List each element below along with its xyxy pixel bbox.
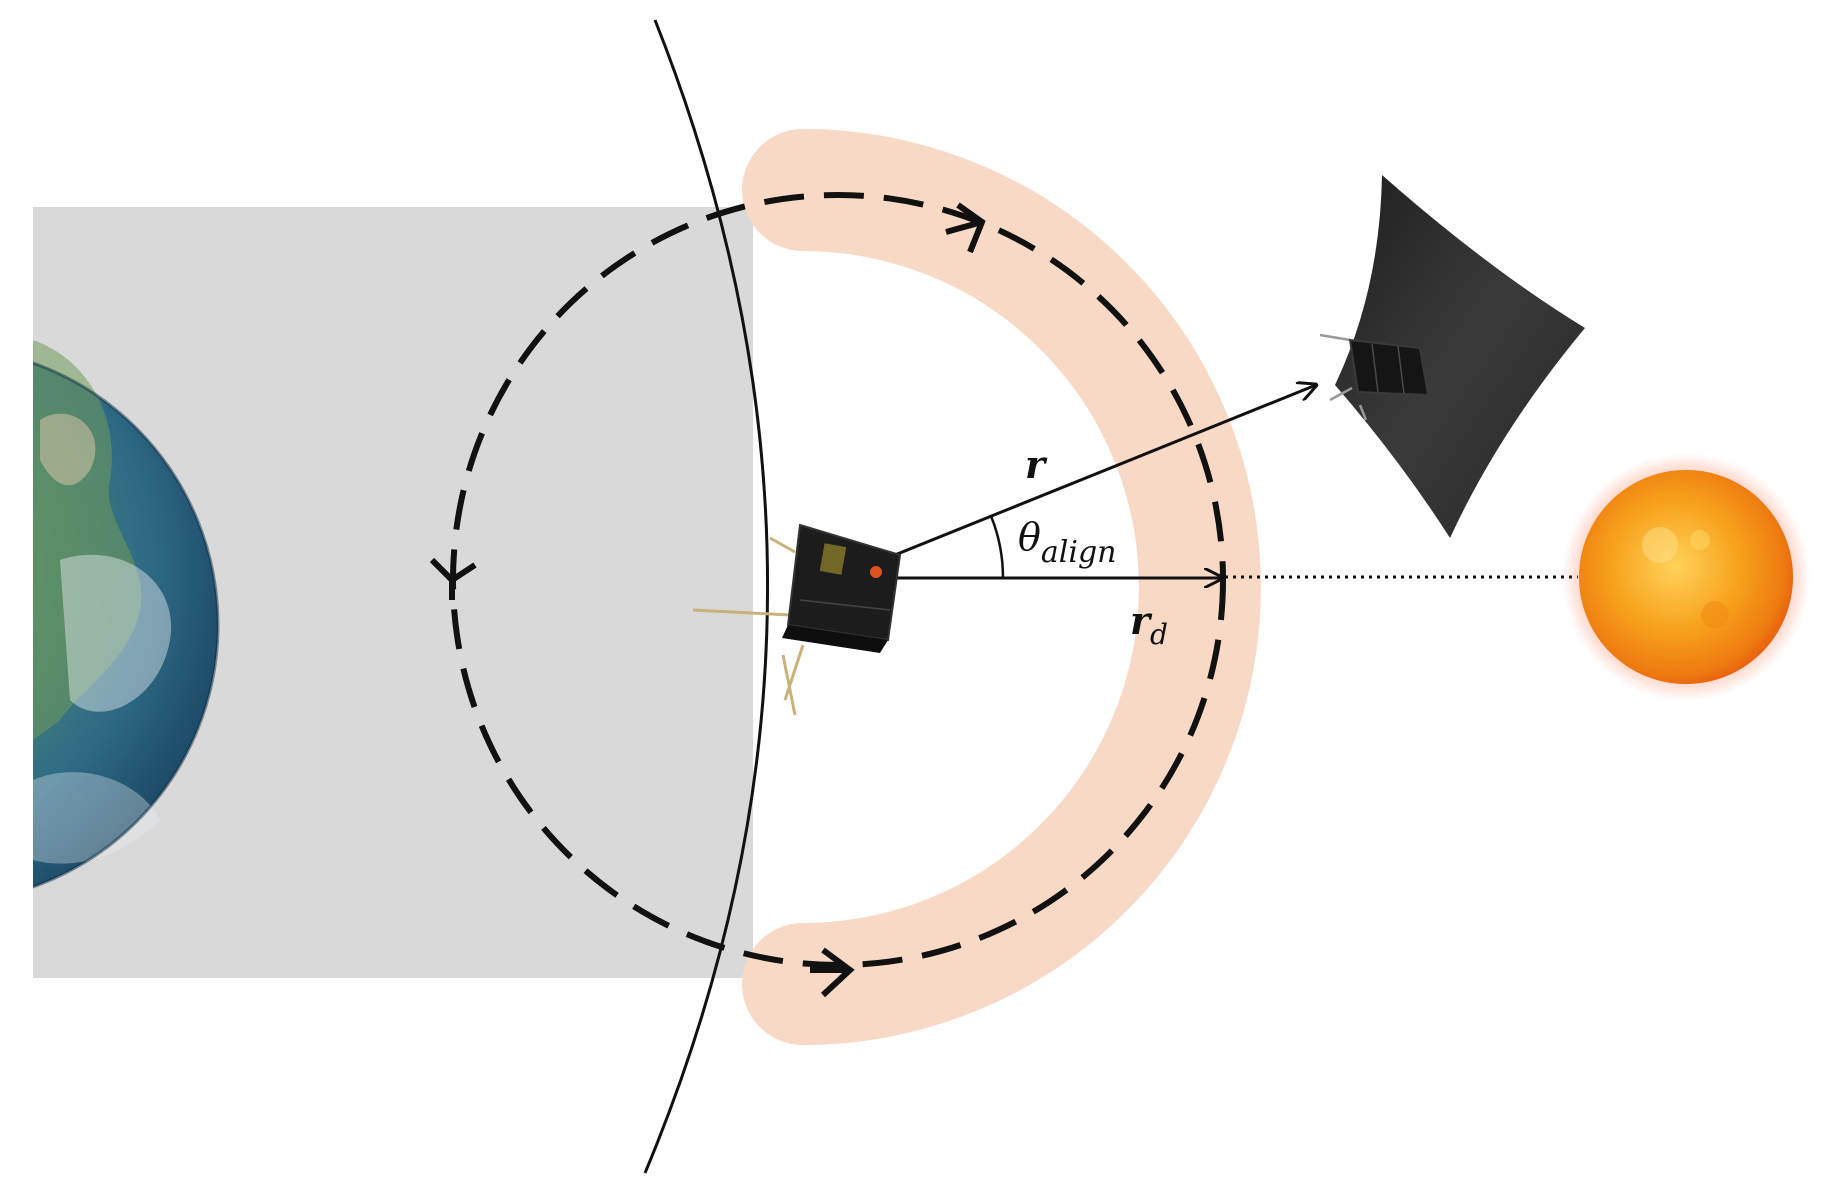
cubesat-icon <box>692 523 902 716</box>
theta-align-label: θalign <box>1018 515 1117 570</box>
orbit-direction-arrow-top <box>945 202 986 254</box>
solar-sail-icon <box>1319 175 1585 538</box>
illuminated-arc-band <box>742 129 1261 1045</box>
reference-orbit-curve <box>643 19 770 1174</box>
desired-vector-label: rd <box>1130 598 1168 651</box>
position-vector-label: r <box>1025 442 1048 487</box>
position-vector-r <box>837 385 1316 580</box>
earth-icon <box>33 340 220 889</box>
sun-icon <box>1562 453 1810 701</box>
orbit-direction-arrow-left <box>429 557 477 600</box>
theta-align-arc <box>989 515 1005 579</box>
orbit-direction-arrow-bottom <box>810 947 855 998</box>
